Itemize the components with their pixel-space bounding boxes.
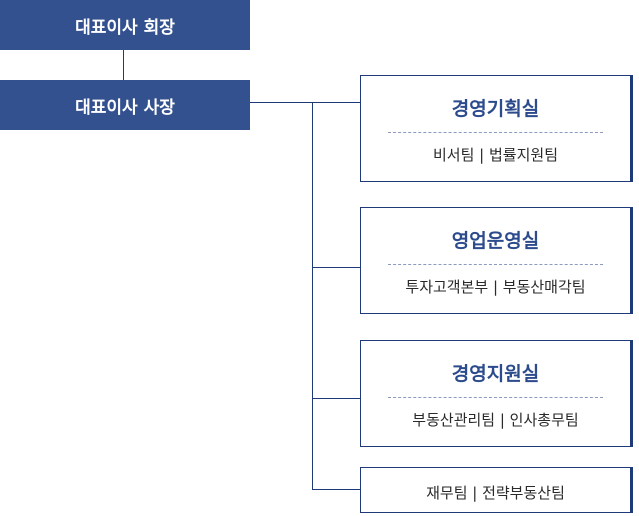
- office-divider: [388, 397, 603, 398]
- office-title: 경영기획실: [451, 98, 540, 120]
- office-management-support: 경영지원실 부동산관리팀 | 인사총무팀: [360, 340, 633, 447]
- connector-chairman-president: [123, 50, 124, 80]
- office-title: 경영지원실: [451, 363, 540, 385]
- office-teams: 부동산관리팀 | 인사총무팀: [412, 411, 579, 429]
- chairman-label: 대표이사 회장: [75, 17, 175, 38]
- connector-branch-sales: [312, 267, 360, 268]
- office-title: 영업운영실: [451, 230, 540, 252]
- office-sales-operations: 영업운영실 투자고객본부 | 부동산매각팀: [360, 207, 633, 314]
- office-planning: 경영기획실 비서팀 | 법률지원팀: [360, 75, 633, 182]
- office-finance-strategy: 재무팀 | 전략부동산팀: [360, 467, 633, 513]
- connector-branch-finance: [312, 489, 360, 490]
- office-divider: [388, 264, 603, 265]
- office-teams: 투자고객본부 | 부동산매각팀: [405, 278, 586, 296]
- connector-president-trunk: [250, 102, 360, 103]
- connector-trunk: [312, 102, 313, 489]
- president-label: 대표이사 사장: [75, 97, 175, 118]
- president-box: 대표이사 사장: [0, 80, 250, 130]
- office-teams: 재무팀 | 전략부동산팀: [426, 484, 565, 502]
- connector-branch-support: [312, 398, 360, 399]
- chairman-box: 대표이사 회장: [0, 0, 250, 50]
- office-teams: 비서팀 | 법률지원팀: [433, 146, 558, 164]
- office-divider: [388, 132, 603, 133]
